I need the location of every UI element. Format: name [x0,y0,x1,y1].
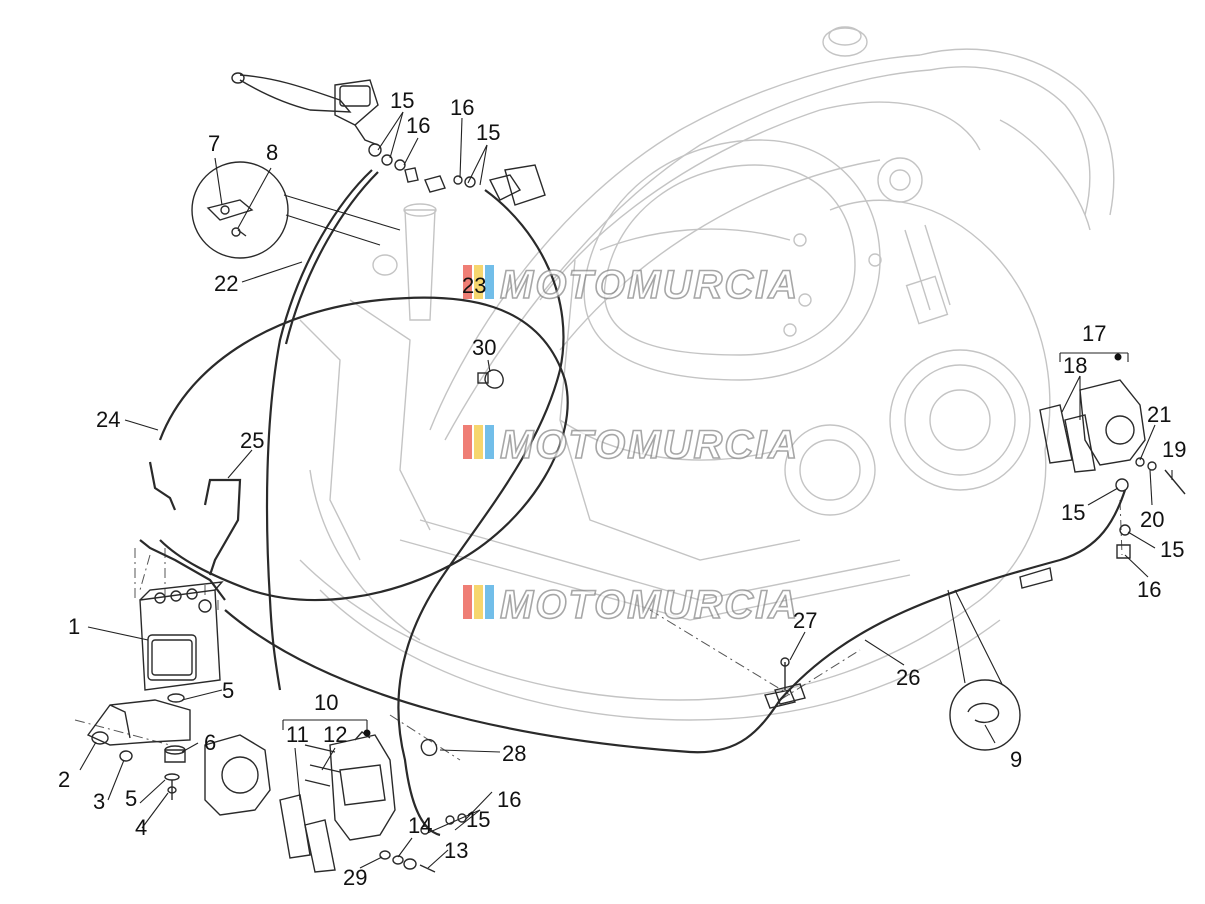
callout-1: 1 [68,614,80,639]
callout-16c: 16 [497,787,521,812]
callout-9: 9 [1010,747,1022,772]
callout-27: 27 [793,608,817,633]
callout-10: 10 [314,690,338,715]
svg-text:MOTOMURCIA: MOTOMURCIA [500,583,799,627]
callout-19: 19 [1162,437,1186,462]
inset-clamp-detail [191,161,401,259]
callout-14: 14 [408,813,432,838]
rear-caliper-assembly [1039,352,1186,559]
abs-bracket [86,693,191,800]
callout-24: 24 [96,407,120,432]
callout-15b: 15 [476,120,500,145]
clamp-27 [774,657,806,705]
callout-22: 22 [214,271,238,296]
callout-25: 25 [240,428,264,453]
callout-15d: 15 [1061,500,1085,525]
leader-lines [79,111,1173,869]
brake-hoses [139,169,1127,837]
clip-28 [420,738,438,757]
callout-15e: 15 [1160,537,1184,562]
callout-13: 13 [444,838,468,863]
hose-22 [265,169,373,691]
assembly-lines [74,499,1123,761]
callout-12: 12 [323,722,347,747]
callout-15c: 15 [466,807,490,832]
callout-11: 11 [286,722,309,747]
callout-26: 26 [896,665,920,690]
rear-master-cylinder [424,164,546,206]
hose-24 [158,296,569,602]
callout-labels: 1 2 3 4 5 5 6 7 8 9 10 11 12 13 14 15 15… [58,88,1186,890]
hose-25 [203,478,242,576]
hose-26 [224,489,1127,754]
scooter-frame-outline [299,26,1115,721]
svg-text:MOTOMURCIA: MOTOMURCIA [500,263,799,307]
callout-2: 2 [58,767,70,792]
callout-6: 6 [204,730,216,755]
callout-8: 8 [266,140,278,165]
callout-21: 21 [1147,402,1171,427]
svg-text:MOTOMURCIA: MOTOMURCIA [500,423,799,467]
clip-30 [477,369,504,389]
callout-16a: 16 [406,113,430,138]
hose-23 [397,189,565,837]
callout-28: 28 [502,741,526,766]
callout-18: 18 [1063,353,1087,378]
callout-3: 3 [93,789,105,814]
inset-hose-clip [947,589,1021,751]
callout-7: 7 [208,131,220,156]
watermark-2: MOTOMURCIA [463,422,799,468]
callout-5b: 5 [125,786,137,811]
callout-29: 29 [343,865,367,890]
front-caliper-assembly [204,719,467,873]
callout-20: 20 [1140,507,1164,532]
callout-16b: 16 [450,95,474,120]
watermark-3: MOTOMURCIA [463,582,799,628]
callout-16d: 16 [1137,577,1161,602]
callout-17: 17 [1082,321,1106,346]
callout-5a: 5 [222,678,234,703]
abs-control-unit [139,581,224,691]
callout-15a: 15 [390,88,414,113]
callout-23: 23 [462,273,486,298]
callout-30: 30 [472,335,496,360]
front-master-cylinder [231,72,419,183]
callout-4: 4 [135,815,147,840]
watermark-group: MOTOMURCIA MOTOMURCIA MOTOMURCIA [463,262,799,628]
watermark-1: MOTOMURCIA [463,262,799,308]
